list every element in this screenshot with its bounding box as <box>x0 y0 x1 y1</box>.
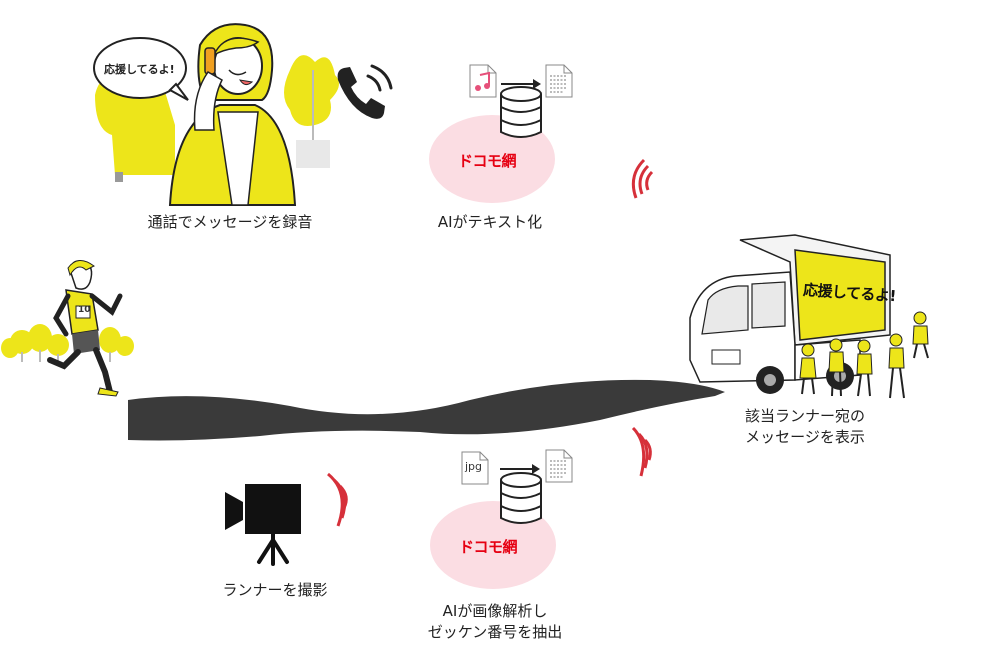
phone-icon <box>337 64 393 119</box>
network-label-bottom: ドコモ網 <box>459 538 518 556</box>
document-icon <box>545 64 573 98</box>
ai-image-caption-line2: ゼッケン番号を抽出 <box>427 623 563 641</box>
signal-icon <box>327 472 348 527</box>
runner-bib: 10 <box>78 305 91 315</box>
database-icon <box>500 86 542 138</box>
display-caption-line2: メッセージを表示 <box>745 428 865 446</box>
ai-text-caption: AIがテキスト化 <box>437 213 543 231</box>
ai-image-caption-line1: AIが画像解析し <box>442 602 548 620</box>
music-file-icon <box>469 64 497 98</box>
speech-bubble-text: 応援してるよ! <box>104 63 175 76</box>
record-caption: 通話でメッセージを録音 <box>147 213 313 231</box>
camera-caption: ランナーを撮影 <box>222 581 328 599</box>
display-caption: 該当ランナー宛の メッセージを表示 <box>725 406 885 448</box>
signal-icon <box>631 158 654 199</box>
camera-icon <box>225 484 301 566</box>
display-caption-line1: 該当ランナー宛の <box>744 407 865 425</box>
ai-image-caption: AIが画像解析し ゼッケン番号を抽出 <box>405 601 585 643</box>
jpg-file-label: jpg <box>465 460 483 473</box>
signal-icon <box>631 426 652 477</box>
document-icon <box>545 449 573 483</box>
image-file-icon <box>461 451 489 485</box>
network-label-top: ドコモ網 <box>458 152 517 170</box>
database-icon <box>500 472 542 524</box>
arrow-icon <box>500 464 540 474</box>
arrow-icon <box>501 79 541 89</box>
